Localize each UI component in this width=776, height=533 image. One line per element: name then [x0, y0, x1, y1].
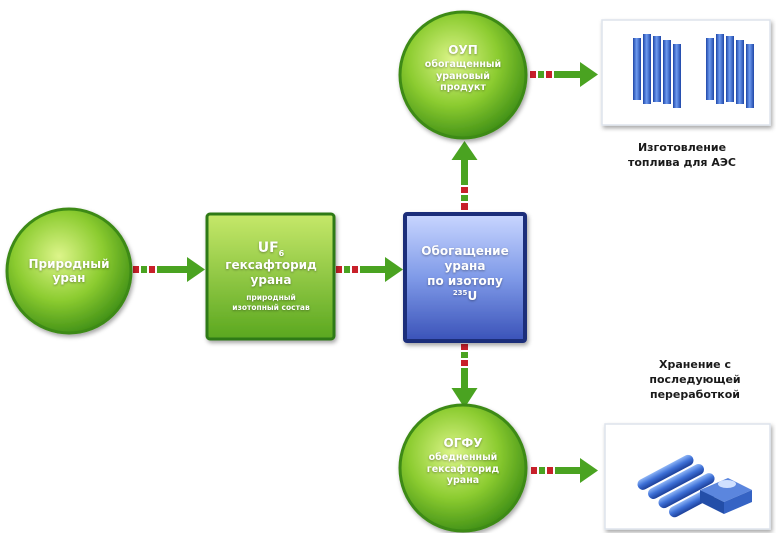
arrow-oup-to-fuel [530, 62, 598, 87]
enrichment-node [403, 212, 527, 343]
uf6-line2: гексафторид [225, 258, 317, 273]
oup-node [398, 10, 528, 140]
natural-uranium-label: Природный уран [28, 257, 110, 286]
arrow-ogfu-to-storage [531, 458, 598, 483]
arrow-natural-to-uf6 [133, 257, 205, 282]
uf6-text: UF6 гексафторид урана природный изотопны… [212, 240, 330, 312]
ogfu-text: ОГФУ обедненный гексафторид урана [413, 436, 513, 487]
fuel-caption: Изготовление топлива для АЭС [627, 141, 736, 169]
ogfu-abbr: ОГФУ [443, 436, 483, 450]
arrow-enrichment-to-ogfu [451, 344, 478, 408]
uf6-line3: урана [250, 272, 292, 287]
uf6-note: природный изотопный состав [232, 293, 310, 312]
fuel-image [601, 19, 771, 126]
natural-uranium-node [5, 207, 133, 335]
enrichment-text: Обогащение урана по изотопу 235U [407, 244, 523, 304]
oup-abbr: ОУП [448, 43, 478, 57]
uf6-node [205, 212, 336, 341]
arrow-enrichment-to-oup [451, 141, 478, 210]
ogfu-desc: обедненный гексафторид урана [426, 452, 500, 487]
fuel-rods-icon [633, 34, 754, 108]
storage-image [604, 423, 771, 530]
oup-text: ОУП обогащенный урановый продукт [413, 43, 513, 94]
storage-building-icon [700, 478, 752, 514]
oup-desc: обогащенный урановый продукт [424, 59, 502, 94]
storage-caption: Хранение с последующей переработкой [649, 358, 741, 401]
ogfu-node [398, 403, 528, 533]
arrow-uf6-to-enrichment [336, 257, 403, 282]
enrichment-isotope: 235U [452, 289, 478, 303]
uf6-formula: UF6 [257, 240, 285, 258]
